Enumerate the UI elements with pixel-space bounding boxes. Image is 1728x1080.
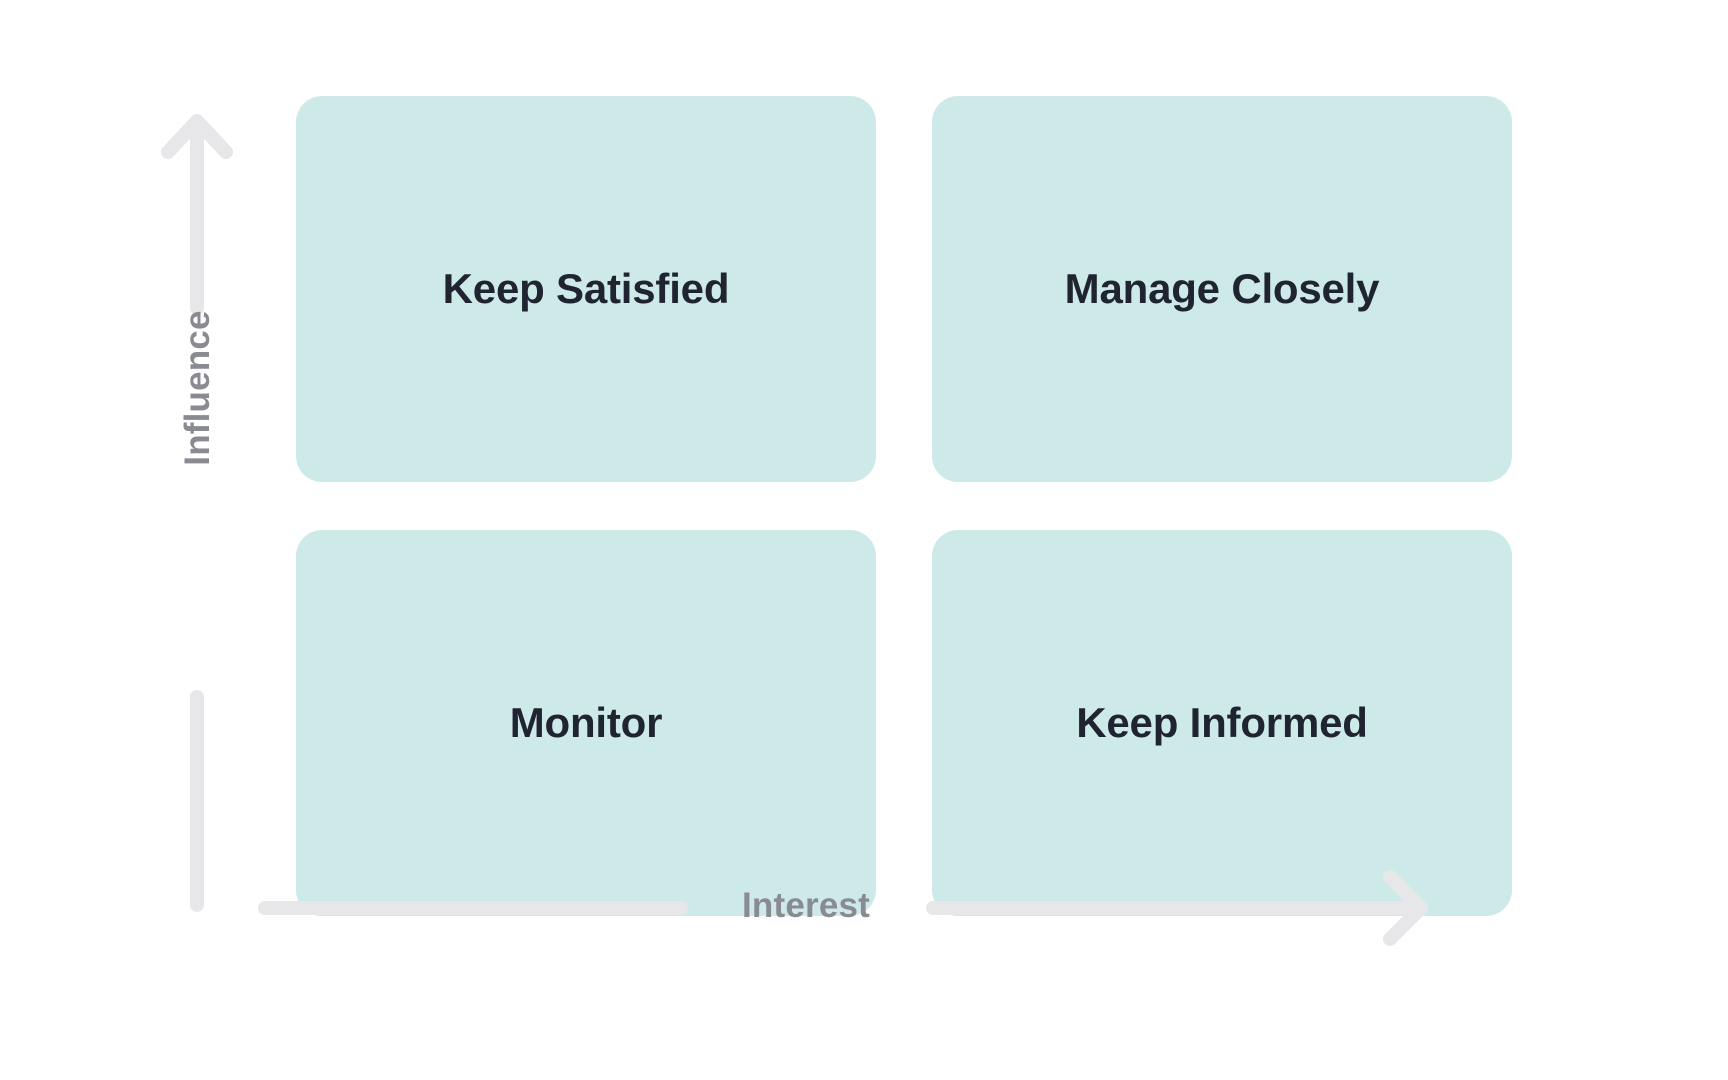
quadrant-keep-informed[interactable]: Keep Informed bbox=[932, 530, 1512, 916]
quadrant-grid: Keep Satisfied Manage Closely Monitor Ke… bbox=[296, 96, 1512, 916]
quadrant-monitor[interactable]: Monitor bbox=[296, 530, 876, 916]
quadrant-label-keep-satisfied: Keep Satisfied bbox=[442, 265, 730, 312]
arrow-right-icon bbox=[1311, 862, 1448, 952]
x-axis-right-segment bbox=[926, 901, 1346, 915]
y-axis: Influence bbox=[160, 100, 240, 920]
x-axis-left-segment bbox=[258, 901, 688, 915]
quadrant-keep-satisfied[interactable]: Keep Satisfied bbox=[296, 96, 876, 482]
quadrant-label-manage-closely: Manage Closely bbox=[1064, 265, 1380, 312]
y-axis-label: Influence bbox=[178, 310, 217, 466]
quadrant-label-monitor: Monitor bbox=[509, 699, 663, 746]
y-axis-lower-segment bbox=[190, 690, 204, 912]
quadrant-label-keep-informed: Keep Informed bbox=[1076, 699, 1368, 746]
x-axis-label: Interest bbox=[741, 886, 871, 925]
quadrant-manage-closely[interactable]: Manage Closely bbox=[932, 96, 1512, 482]
arrow-up-icon bbox=[160, 100, 240, 315]
x-axis: Interest bbox=[258, 862, 1498, 952]
